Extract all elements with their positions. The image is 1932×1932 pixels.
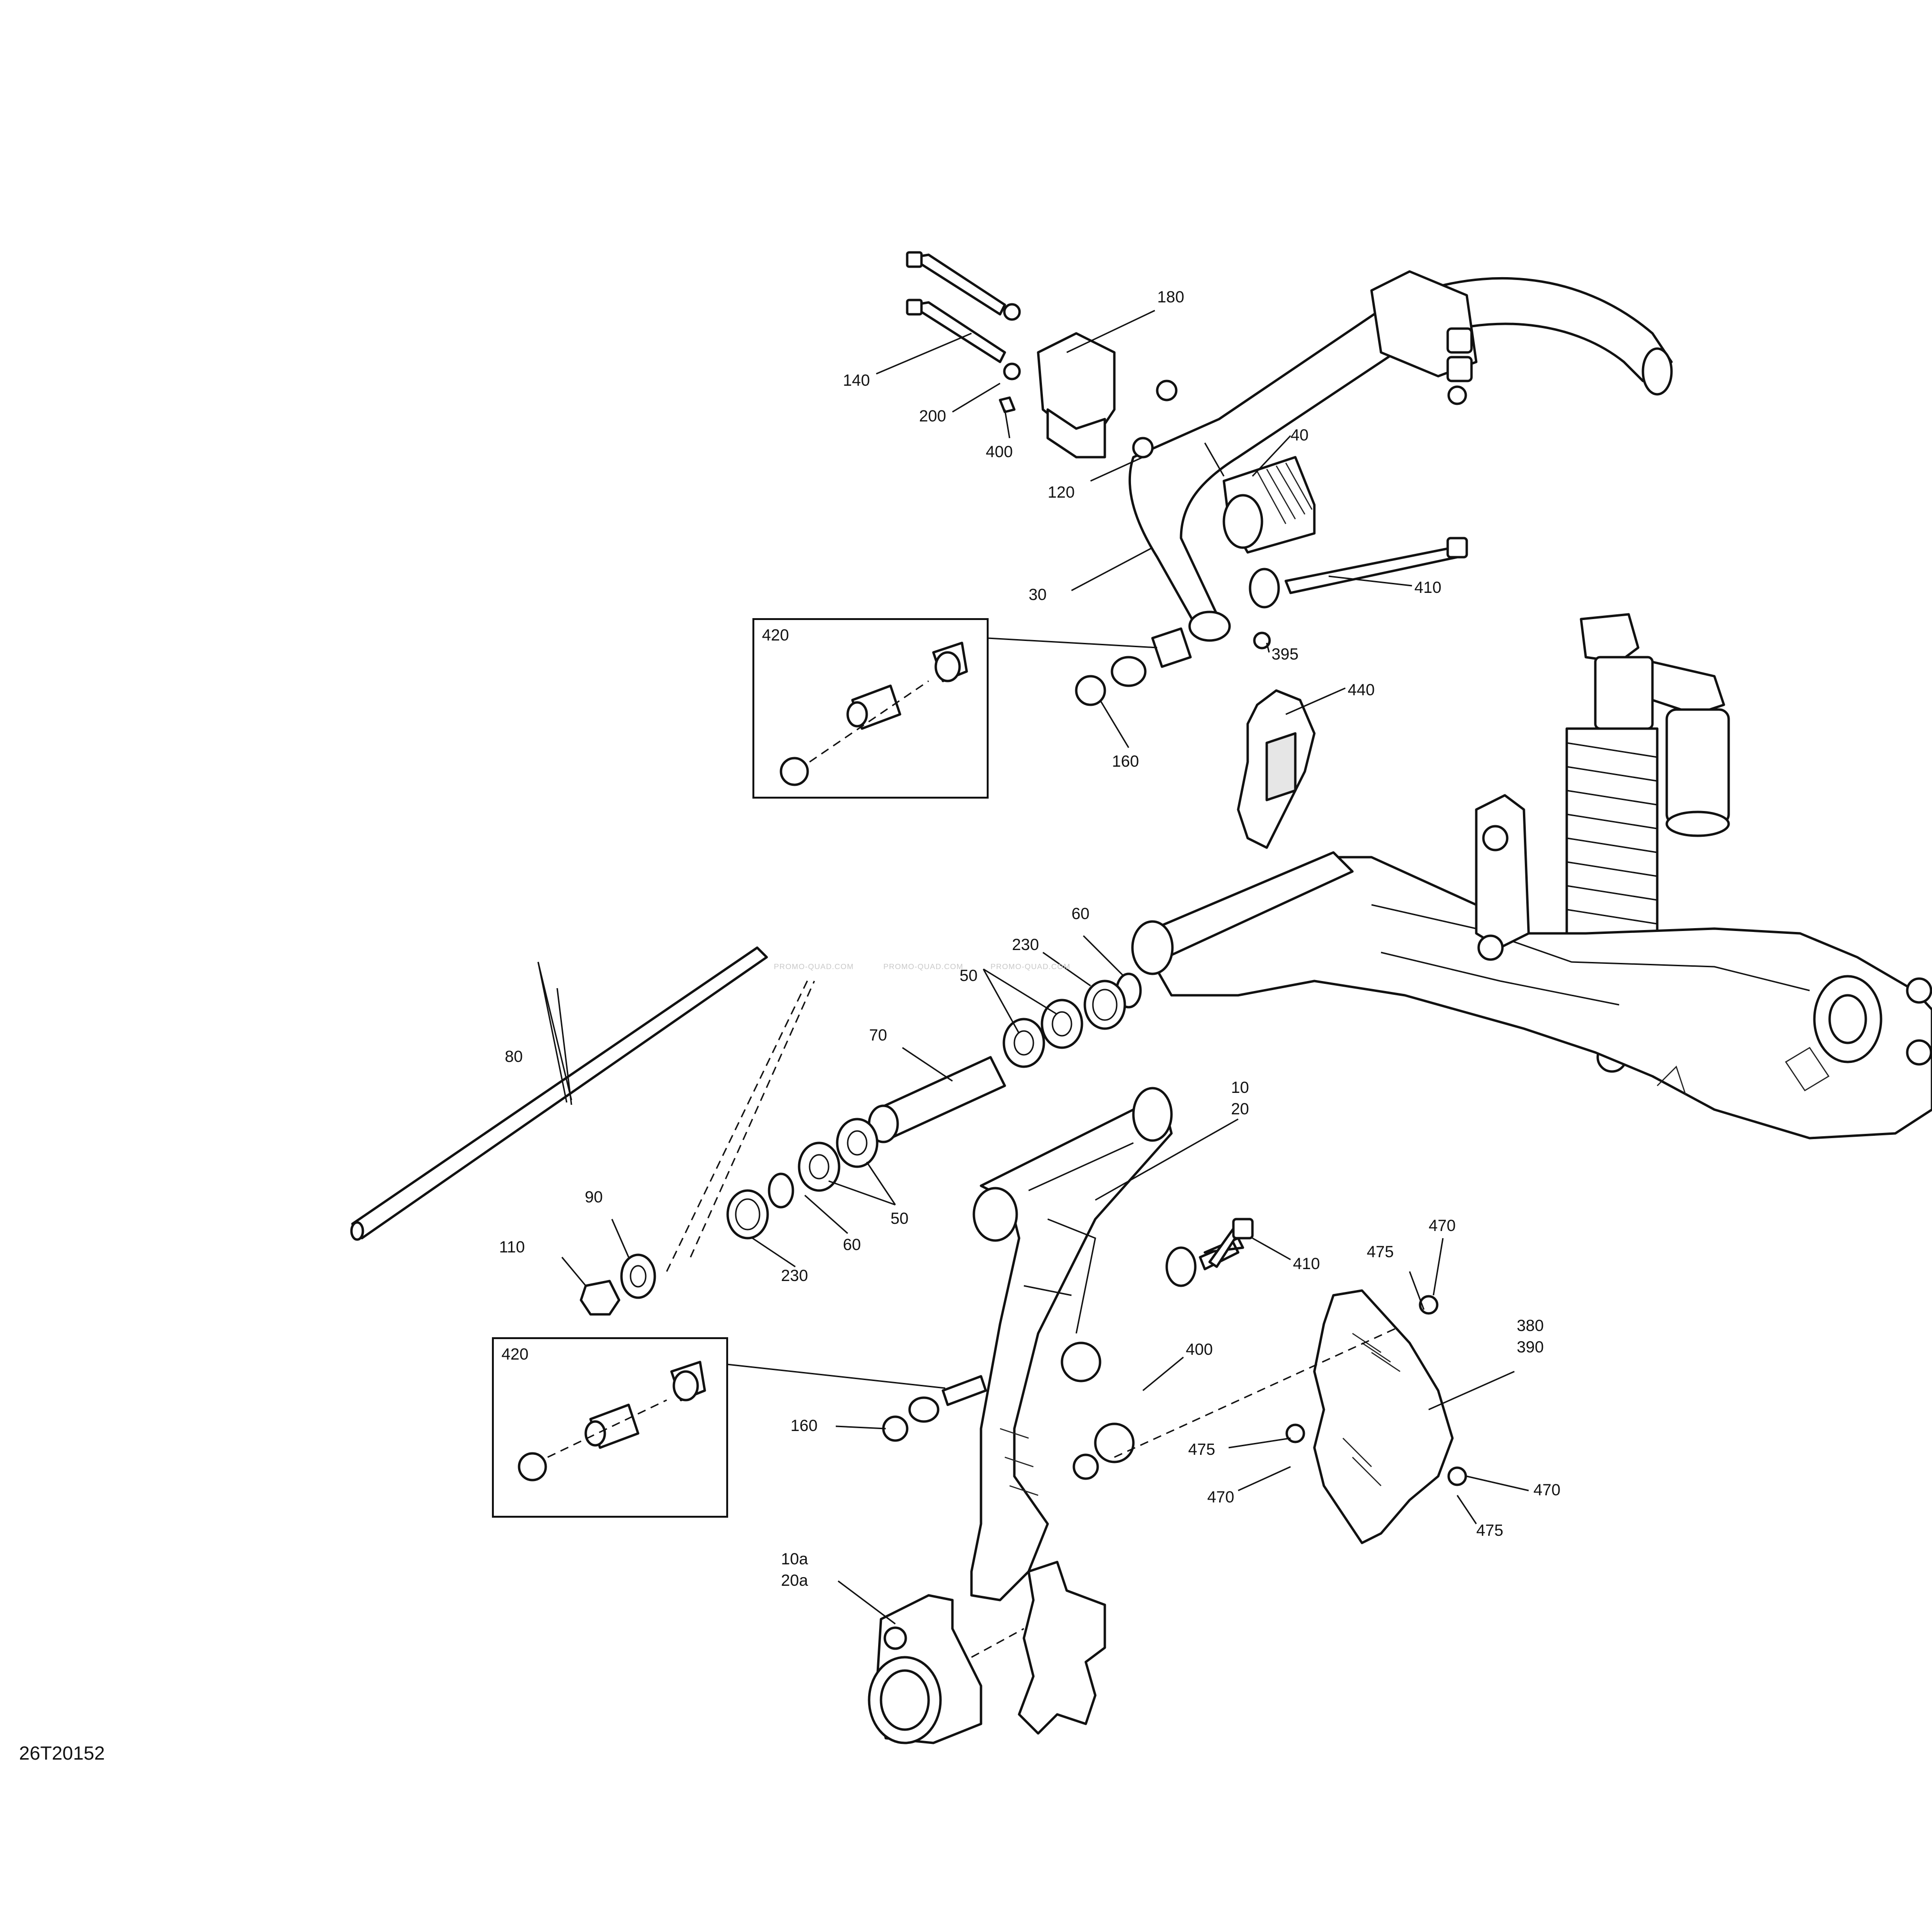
bearings-50-upper — [1002, 999, 1083, 1068]
callout-400-lower: 400 — [1186, 1341, 1213, 1359]
callout-80: 80 — [505, 1048, 523, 1066]
detail-box-420-lower — [492, 1337, 728, 1518]
bushing-stack-upper — [1075, 627, 1271, 706]
shock-absorber — [1565, 613, 1730, 1073]
bushing-stack-lower — [882, 1375, 987, 1442]
callout-440: 440 — [1348, 681, 1375, 699]
watermark: PROMO-QUAD.COM — [774, 963, 854, 971]
bearings-50-lower — [798, 1118, 879, 1192]
watermarks: PROMO-QUAD.COM PROMO-QUAD.COM PROMO-QUAD… — [774, 963, 1071, 971]
trailing-arm-upper — [1131, 794, 1932, 1140]
protector-380-390 — [1285, 1289, 1467, 1544]
callout-120: 120 — [1048, 483, 1075, 501]
callout-20a: 20a — [781, 1572, 808, 1590]
callout-60-upper: 60 — [1071, 905, 1090, 923]
sway-bar-bracket-top — [1370, 270, 1478, 405]
sway-bar-bushing-40 — [1222, 456, 1316, 554]
callout-50-lower: 50 — [891, 1210, 909, 1228]
trailing-arm-lower — [970, 1087, 1173, 1602]
callout-10a: 10a — [781, 1550, 808, 1568]
callout-475-a: 475 — [1367, 1243, 1394, 1261]
link-440 — [1237, 689, 1316, 849]
callout-470-b: 470 — [1207, 1488, 1234, 1506]
reference-code: 26T20152 — [19, 1743, 105, 1764]
callout-400-upper: 400 — [986, 443, 1013, 461]
leader-420-lower — [727, 1363, 946, 1389]
brake-disc-mount — [1018, 1561, 1106, 1735]
pivot-shaft-80 — [350, 946, 768, 1241]
watermark: PROMO-QUAD.COM — [991, 963, 1071, 971]
callout-30: 30 — [1029, 586, 1047, 604]
callout-180: 180 — [1157, 288, 1184, 306]
callout-60-lower: 60 — [843, 1236, 861, 1254]
callout-390: 390 — [1517, 1338, 1544, 1356]
callout-470-c: 470 — [1533, 1481, 1561, 1499]
callout-230-lower: 230 — [781, 1267, 808, 1285]
bearing-60-lower — [768, 1172, 794, 1209]
callout-420-upper: 420 — [762, 626, 789, 644]
callout-160-lower: 160 — [791, 1417, 818, 1435]
nut-110 — [580, 1280, 621, 1316]
callout-90: 90 — [585, 1188, 603, 1206]
callout-395: 395 — [1271, 645, 1299, 663]
callout-20: 20 — [1231, 1100, 1249, 1118]
callout-380: 380 — [1517, 1317, 1544, 1335]
bolt-410-lower — [1165, 1218, 1254, 1287]
seal-230-upper — [1083, 980, 1126, 1030]
callout-labels: 180 140 200 400 120 40 30 410 395 420 16… — [499, 288, 1561, 1590]
callout-470-a: 470 — [1429, 1217, 1456, 1235]
callout-40: 40 — [1291, 426, 1309, 444]
bolt-410-upper — [1249, 537, 1468, 609]
callout-160-upper: 160 — [1112, 752, 1139, 771]
assembly-line-protector — [1114, 1328, 1396, 1458]
sway-bar — [1128, 277, 1673, 642]
knuckle-10a-20a — [868, 1594, 982, 1744]
bracket-180 — [1037, 332, 1178, 459]
leader-420-upper — [987, 637, 1158, 649]
callout-70: 70 — [869, 1026, 887, 1044]
callout-50-upper: 50 — [960, 967, 978, 985]
assembly-line-shaft-2 — [690, 981, 815, 1258]
seal-230-lower — [726, 1189, 769, 1240]
callout-110: 110 — [499, 1238, 525, 1256]
callout-420-lower: 420 — [501, 1345, 529, 1363]
callout-140: 140 — [843, 371, 870, 390]
leader-lines — [537, 310, 1529, 1625]
callout-410-upper: 410 — [1414, 579, 1441, 597]
callout-475-b: 475 — [1188, 1441, 1215, 1459]
callout-475-c: 475 — [1476, 1522, 1503, 1540]
callout-200: 200 — [919, 407, 946, 425]
washer-90 — [620, 1253, 656, 1299]
detail-box-420-upper — [752, 618, 989, 799]
callout-410-lower: 410 — [1293, 1255, 1320, 1273]
callout-230-upper: 230 — [1012, 936, 1039, 954]
callout-10: 10 — [1231, 1079, 1249, 1097]
watermark: PROMO-QUAD.COM — [883, 963, 963, 971]
assembly-line-shaft — [666, 976, 811, 1272]
assembly-line-knuckle — [971, 1628, 1024, 1658]
bolts-140 — [906, 251, 1021, 413]
